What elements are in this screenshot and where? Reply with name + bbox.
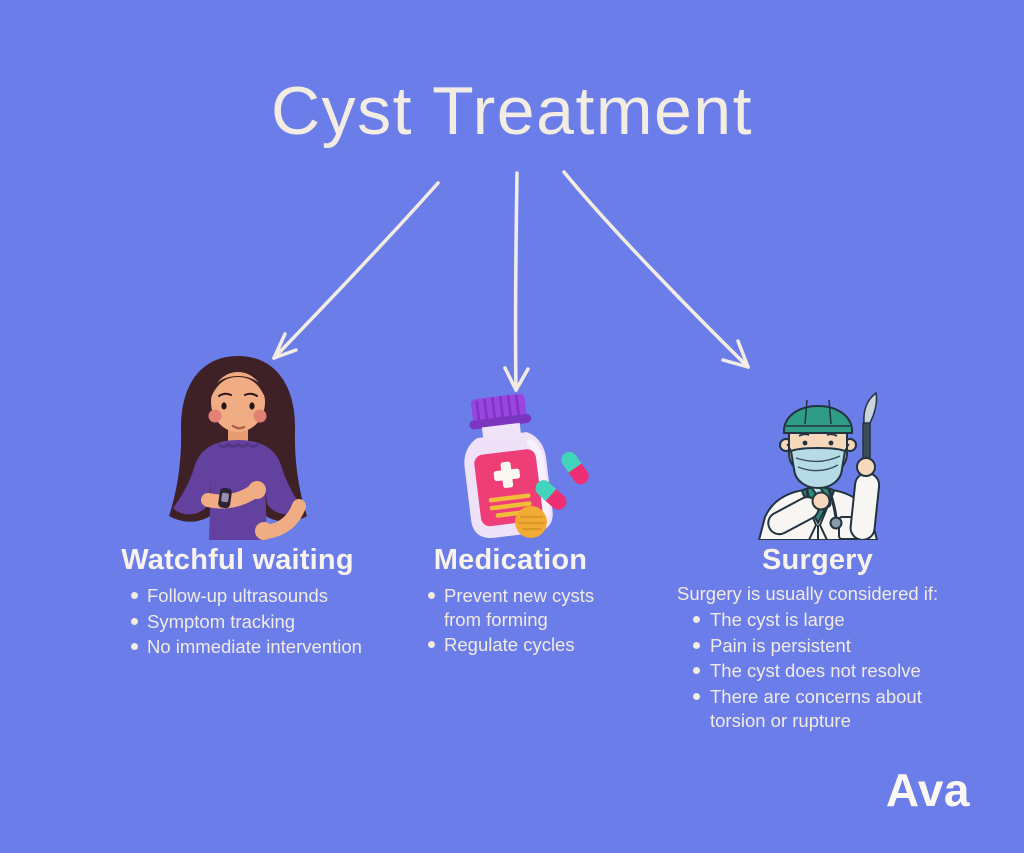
brand-logo: Ava: [885, 764, 970, 816]
bullet-item: Prevent new cysts from forming: [398, 583, 623, 632]
column-heading: Surgery: [762, 544, 873, 576]
illustration-wrap: [665, 348, 970, 540]
column-watchful-waiting: Watchful waiting Follow-up ultrasounds S…: [95, 348, 380, 660]
bullet-item: Pain is persistent: [665, 633, 970, 659]
column-medication: Medication Prevent new cysts from formin…: [398, 348, 623, 658]
column-surgery: Surgery Surgery is usually considered if…: [665, 348, 970, 733]
column-heading: Medication: [433, 544, 588, 576]
bullet-list: The cyst is large Pain is persistent The…: [665, 607, 970, 733]
column-heading: Watchful waiting: [121, 544, 354, 576]
bullet-item: No immediate intervention: [95, 634, 380, 660]
arrow-to-surgery: [562, 170, 750, 369]
bullet-item: Regulate cycles: [398, 632, 623, 658]
illustration-wrap: [398, 348, 623, 540]
page-title: Cyst Treatment: [270, 73, 754, 149]
bullet-item: Follow-up ultrasounds: [95, 583, 380, 609]
arrow-to-watchful-waiting: [272, 181, 440, 360]
woman-checking-watch-illustration: [168, 356, 307, 540]
bullet-item: Symptom tracking: [95, 609, 380, 635]
surgery-intro-text: Surgery is usually considered if:: [677, 583, 939, 604]
surgeon-illustration: [757, 391, 880, 540]
bullet-list: Prevent new cysts from forming Regulate …: [398, 583, 623, 658]
illustration-wrap: [95, 348, 380, 540]
pill-bottle-illustration: [463, 393, 589, 539]
bullet-item: The cyst does not resolve: [665, 658, 970, 684]
bullet-item: There are concerns about torsion or rupt…: [665, 684, 970, 733]
bullet-list: Follow-up ultrasounds Symptom tracking N…: [95, 583, 380, 660]
bullet-item: The cyst is large: [665, 607, 970, 633]
